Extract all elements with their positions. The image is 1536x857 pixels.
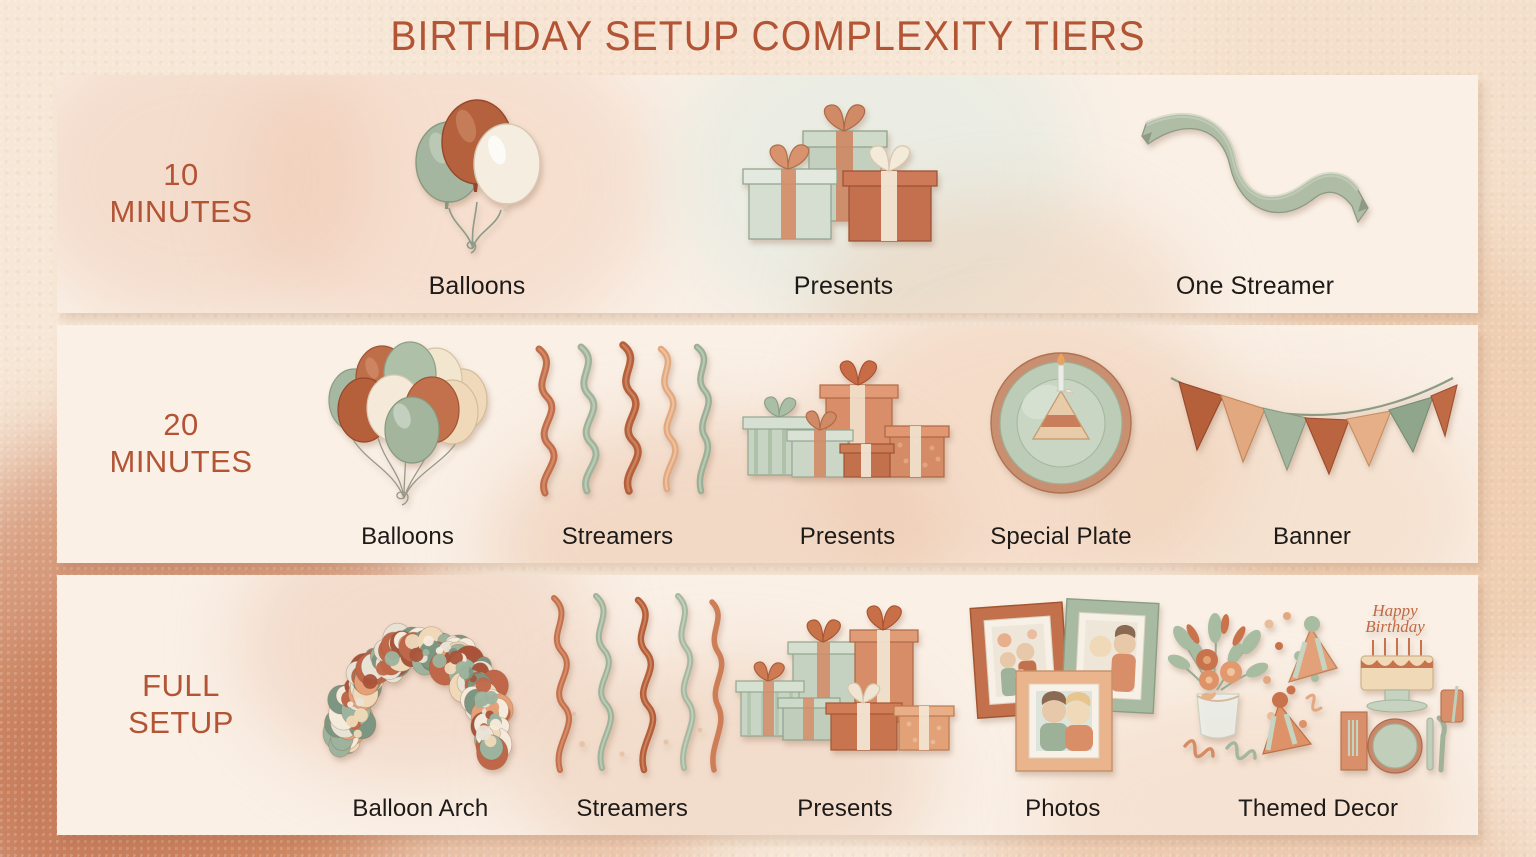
item-label: Photos: [1025, 795, 1101, 822]
item-label: Presents: [793, 272, 894, 300]
item-balloons[interactable]: Balloons: [397, 75, 557, 301]
item-special-plate[interactable]: Special Plate: [985, 325, 1137, 551]
tier-label-20-minutes: 20 MINUTES: [57, 325, 305, 563]
item-streamers[interactable]: Streamers: [542, 575, 725, 823]
item-balloon-arch[interactable]: Balloon Arch: [311, 575, 529, 823]
long-streamers-icon: [542, 575, 725, 793]
item-label: Streamers: [561, 523, 674, 550]
present-stack-icon: [735, 575, 955, 793]
tier-row-20-minutes: 20 MINUTES: [57, 325, 1478, 563]
balloons-icon: [397, 75, 557, 270]
item-presents[interactable]: Presents: [735, 575, 955, 823]
single-streamer-icon: [1130, 75, 1380, 270]
item-label: Streamers: [576, 795, 688, 822]
item-label: Presents: [797, 795, 893, 822]
presents-icon: [741, 75, 946, 270]
photo-frames-icon: [968, 575, 1160, 793]
tier-label-10-minutes: 10 MINUTES: [57, 75, 305, 313]
item-label: One Streamer: [1175, 272, 1335, 300]
item-label: Special Plate: [990, 523, 1132, 550]
streamers-icon: [525, 325, 712, 521]
item-balloons[interactable]: Balloons: [320, 325, 495, 551]
item-photos[interactable]: Photos: [968, 575, 1160, 823]
tier-label-full-setup: FULL SETUP: [57, 575, 305, 835]
item-presents[interactable]: Presents: [741, 75, 946, 301]
item-one-streamer[interactable]: One Streamer: [1130, 75, 1380, 301]
tier-label-line1: FULL: [142, 668, 220, 704]
item-label: Presents: [799, 523, 896, 550]
item-streamers[interactable]: Streamers: [525, 325, 712, 551]
balloon-arch-icon: [311, 575, 529, 793]
item-label: Balloon Arch: [352, 795, 489, 822]
tier-row-10-minutes: 10 MINUTES: [57, 75, 1478, 313]
page-title: BIRTHDAY SETUP COMPLEXITY TIERS: [390, 12, 1146, 59]
tier-label-line2: MINUTES: [109, 194, 253, 229]
tier-row-full-setup: FULL SETUP Balloon Arch: [57, 575, 1478, 835]
tier-label-line2: SETUP: [128, 705, 234, 740]
tier-items-20-minutes: Balloons: [305, 325, 1478, 563]
tier-items-10-minutes: Balloons: [305, 75, 1478, 313]
item-label: Balloons: [428, 272, 526, 300]
balloon-bunch-icon: [320, 325, 495, 521]
tier-label-line1: 10: [163, 157, 199, 193]
item-themed-decor[interactable]: Happy Birthday: [1167, 575, 1466, 823]
svg-text:Birthday: Birthday: [1365, 617, 1425, 636]
item-banner[interactable]: Banner: [1167, 325, 1458, 551]
item-presents[interactable]: Presents: [740, 325, 955, 551]
svg-text:Happy: Happy: [1371, 601, 1418, 620]
cake-plate-icon: [985, 325, 1137, 521]
item-label: Themed Decor: [1238, 795, 1399, 822]
item-label: Banner: [1273, 523, 1351, 550]
bunting-banner-icon: [1167, 325, 1458, 521]
themed-decor-icon: Happy Birthday: [1167, 575, 1466, 793]
item-label: Balloons: [361, 523, 454, 550]
tier-label-line1: 20: [163, 407, 199, 443]
present-pile-icon: [740, 325, 955, 521]
tier-items-full-setup: Balloon Arch: [305, 575, 1478, 835]
tier-label-line2: MINUTES: [109, 444, 253, 479]
